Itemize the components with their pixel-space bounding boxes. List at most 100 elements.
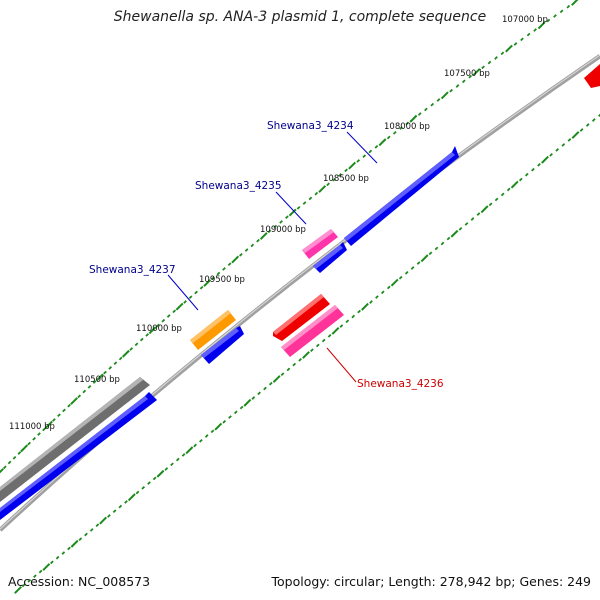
minor-tick [292,362,297,367]
minor-tick [188,295,193,300]
forward-gene-near-4237[interactable] [201,326,244,364]
minor-tick [286,367,291,372]
minor-tick [537,162,541,167]
minor-tick [513,42,518,46]
gene-label-shewana3-4235[interactable]: Shewana3_4235 [195,180,282,192]
minor-tick [175,457,180,462]
minor-tick [152,476,157,481]
major-tick [472,68,481,76]
major-tick [272,375,281,383]
bp-label: 110500 bp [74,375,120,385]
minor-tick [135,490,140,495]
minor-tick [410,266,415,270]
minor-tick [591,118,596,122]
minor-tick [7,460,12,465]
major-tick [95,373,104,382]
minor-tick [222,267,226,271]
minor-tick [222,419,227,424]
minor-tick [199,438,203,443]
minor-tick [107,514,111,518]
bp-label: 111000 bp [9,422,55,432]
bp-label: 108000 bp [384,122,430,132]
minor-tick [183,300,187,304]
gene-label-shewana3-4236[interactable]: Shewana3_4236 [357,378,444,390]
minor-tick [228,415,232,419]
major-tick [348,161,357,170]
minor-tick [279,220,283,224]
minor-tick [546,18,551,23]
minor-tick [61,551,66,555]
accession-text: Accession: NC_008573 [8,574,151,589]
minor-tick [2,465,7,470]
outer-tick-track [0,0,579,474]
major-tick [243,398,252,407]
forward-gene-shewana3-4234[interactable] [344,146,459,246]
minor-tick [145,333,150,337]
major-tick [42,563,51,571]
minor-tick [147,481,151,485]
inner-tick-track [14,113,600,594]
minor-tick [368,149,373,154]
gene-leader-lines [167,131,378,383]
major-tick [510,180,519,189]
major-tick [0,468,4,474]
minor-tick [33,574,37,579]
minor-tick [27,578,32,583]
major-tick [185,446,194,455]
gene-label-shewana3-4237[interactable]: Shewana3_4237 [89,264,176,276]
forward-gene-long[interactable] [0,392,157,520]
minor-tick [308,196,313,201]
minor-tick [369,300,373,304]
minor-tick [555,148,560,152]
minor-tick [62,408,66,413]
minor-tick [302,201,307,205]
minor-tick [77,394,82,399]
minor-tick [233,410,238,415]
minor-tick [345,319,350,324]
gray-gene-outer[interactable] [0,377,150,502]
magenta-gene-shewana3-4235[interactable] [302,229,338,259]
minor-tick [227,262,232,267]
minor-tick [357,309,361,314]
major-tick [148,326,157,335]
minor-tick [327,333,332,338]
major-tick [14,586,22,594]
minor-tick [239,405,244,410]
minor-tick [310,348,314,353]
minor-tick [464,222,469,226]
major-tick [45,420,53,429]
reverse-gene-shewana3-4236[interactable] [273,294,330,341]
major-tick [571,0,579,6]
minor-tick [428,251,433,256]
magenta-gene-shewana3-4236[interactable] [281,305,344,357]
minor-tick [67,403,71,408]
minor-tick [531,167,535,172]
minor-tick [129,347,134,351]
reverse-gene-top-right[interactable] [584,64,600,88]
minor-tick [194,290,198,295]
minor-tick [579,128,584,132]
minor-tick [339,324,344,328]
minor-tick [488,202,493,207]
sequence-summary-text: Topology: circular; Length: 278,942 bp; … [271,574,592,589]
minor-tick [500,51,505,56]
gene-label-shewana3-4234[interactable]: Shewana3_4234 [267,120,354,132]
minor-tick [244,248,249,252]
minor-tick [134,342,139,347]
minor-tick [494,197,499,202]
minor-tick [27,441,31,446]
minor-tick [193,443,197,448]
minor-tick [156,323,160,328]
minor-tick [455,84,460,88]
minor-tick [285,215,289,220]
minor-tick [449,88,453,93]
orange-gene-shewana3-4237[interactable] [190,310,236,350]
minor-tick [430,102,435,107]
minor-tick [436,98,441,102]
forward-gene-shewana3-4235[interactable] [313,242,347,273]
minor-tick [267,229,272,234]
minor-tick [95,523,100,528]
minor-tick [268,381,273,386]
